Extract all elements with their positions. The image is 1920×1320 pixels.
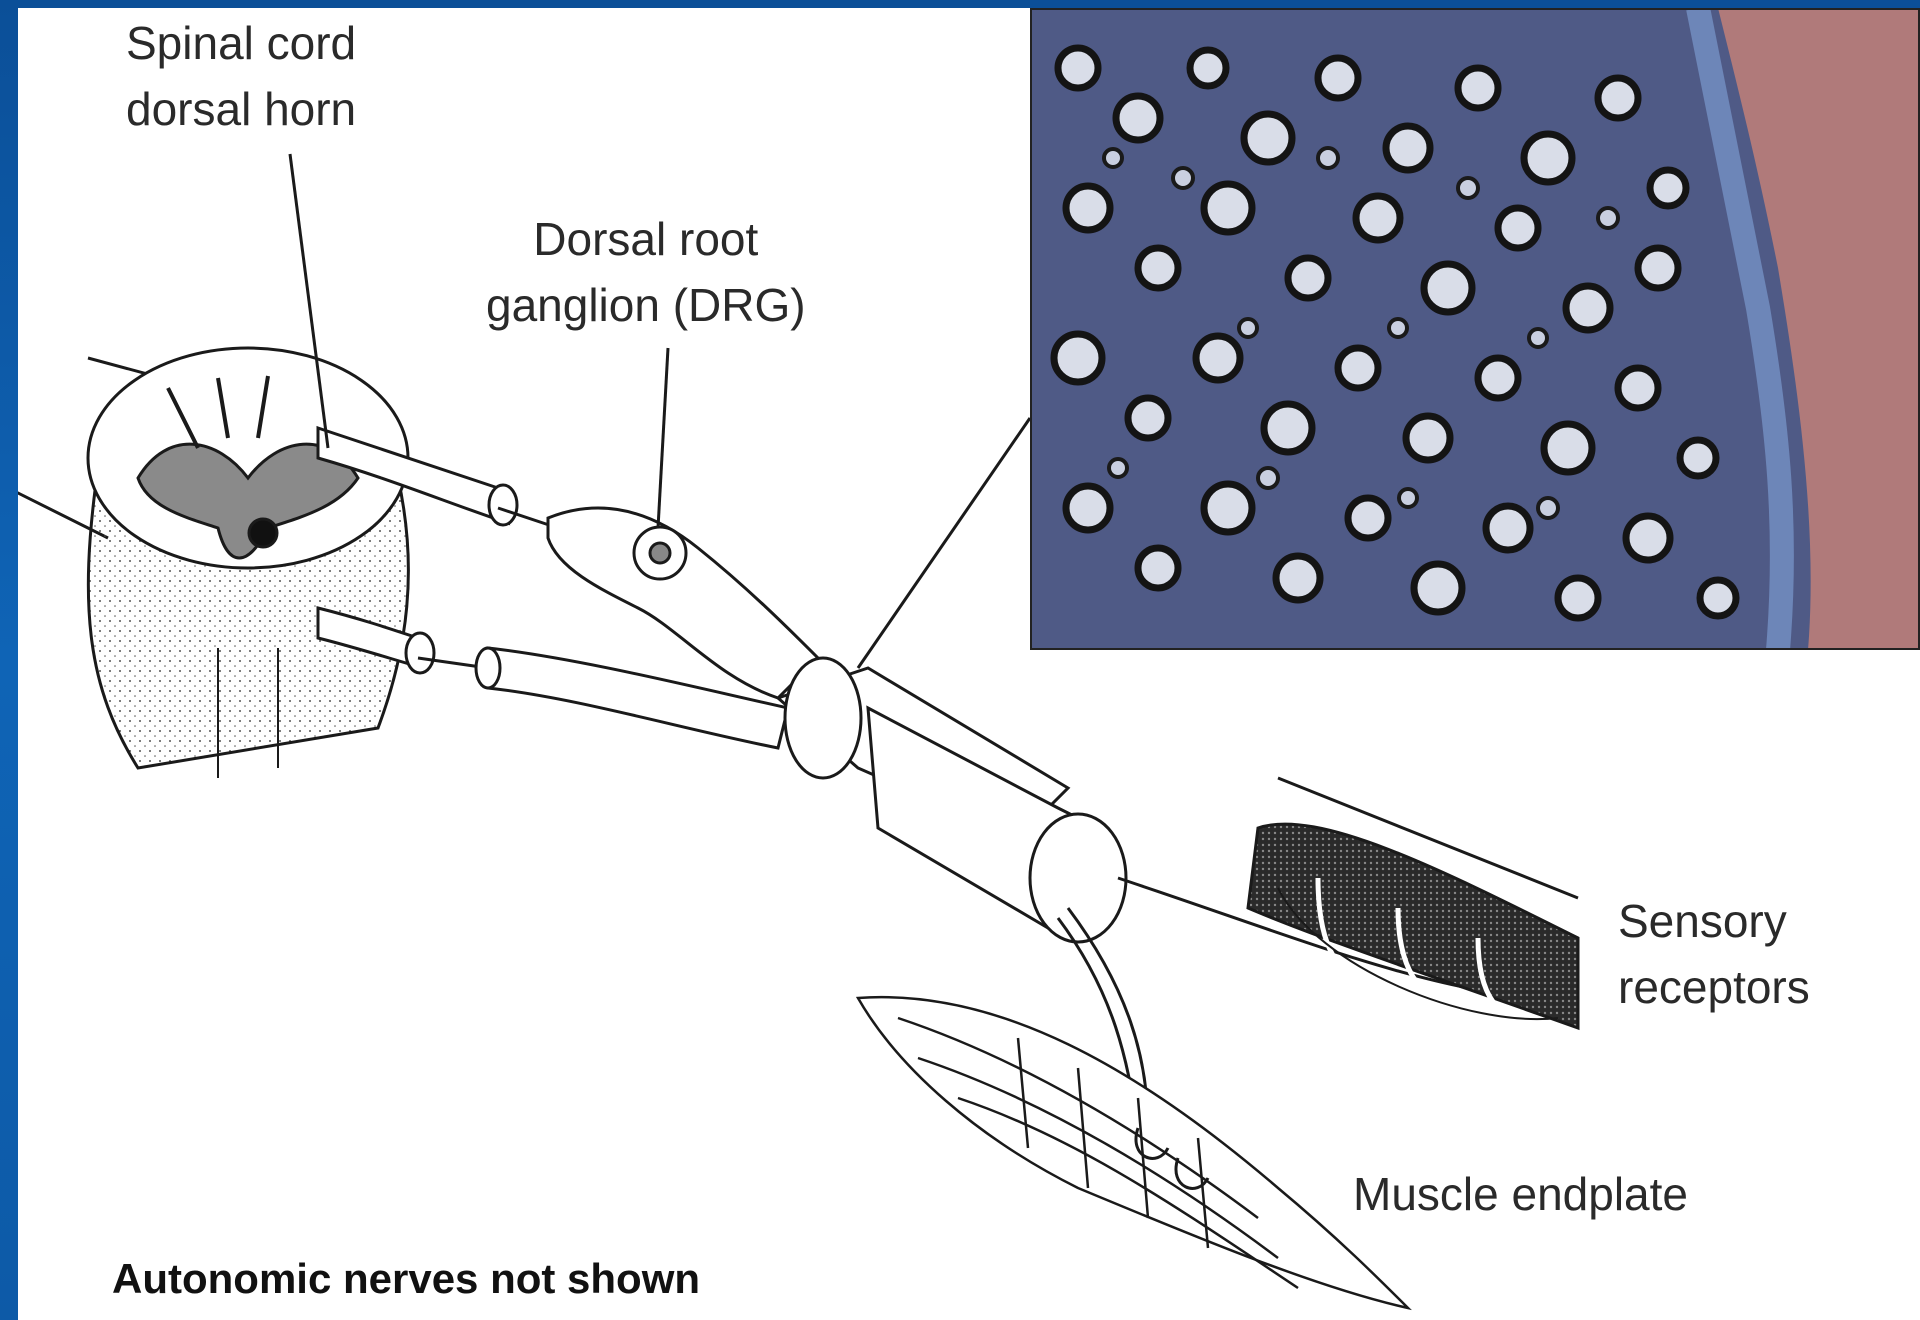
- spinal-cord-cross-section: [18, 348, 408, 778]
- footnote: Autonomic nerves not shown: [112, 1255, 700, 1303]
- label-muscle-endplate: Muscle endplate: [1353, 1161, 1688, 1227]
- dorsal-root-ganglion: [476, 508, 818, 748]
- nerve-micrograph: [1030, 8, 1920, 650]
- micrograph-leader-line: [858, 418, 1030, 668]
- label-spinal-line2: dorsal horn: [126, 76, 356, 142]
- label-sensory-receptors: Sensory receptors: [1618, 888, 1810, 1020]
- label-sensory-line2: receptors: [1618, 954, 1810, 1020]
- diagram-canvas: Spinal cord dorsal horn Dorsal root gang…: [18, 8, 1920, 1320]
- label-spinal-line1: Spinal cord: [126, 10, 356, 76]
- label-sensory-line1: Sensory: [1618, 888, 1810, 954]
- label-dorsal-root-ganglion: Dorsal root ganglion (DRG): [486, 206, 806, 338]
- label-drg-line2: ganglion (DRG): [486, 272, 806, 338]
- muscle: [858, 997, 1408, 1308]
- label-spinal-cord-dorsal-horn: Spinal cord dorsal horn: [126, 10, 356, 142]
- label-drg-line1: Dorsal root: [486, 206, 806, 272]
- nerve-diagram: [18, 8, 1920, 1320]
- sensory-receptors: [1248, 778, 1578, 1028]
